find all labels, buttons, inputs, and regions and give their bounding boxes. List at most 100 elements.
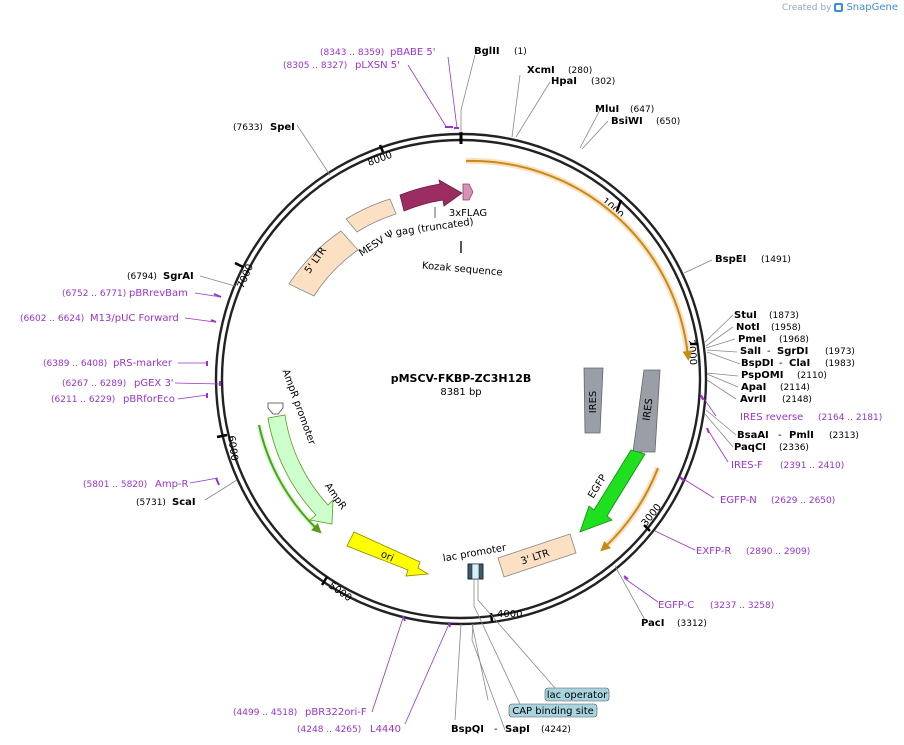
enzyme-sgrai[interactable]: SgrAI bbox=[163, 271, 194, 282]
enzyme-sgrai-pos: (6794) bbox=[127, 272, 157, 282]
enzyme-pmei-pos: (1968) bbox=[779, 335, 809, 345]
primer-iresf[interactable]: IRES-F bbox=[731, 460, 763, 471]
feature-mesv-psi[interactable] bbox=[345, 198, 397, 233]
orf-arrow-egfp bbox=[600, 467, 659, 552]
enzyme-bsaai[interactable]: BsaAI bbox=[737, 430, 769, 441]
label-ori: ori bbox=[379, 549, 395, 564]
feature-ires-inner[interactable] bbox=[583, 367, 604, 434]
feature-ires-outer[interactable] bbox=[632, 369, 661, 453]
plasmid-size: 8381 bp bbox=[440, 387, 481, 398]
primer-ampr-range: (5801 .. 5820) bbox=[83, 480, 147, 490]
enzyme-xcmi-pos: (280) bbox=[568, 66, 592, 76]
enzyme-sali-sep: - bbox=[767, 346, 771, 357]
primer-ampr[interactable]: Amp-R bbox=[155, 479, 189, 490]
feature-ori[interactable] bbox=[346, 531, 430, 577]
enzyme-mlui-pos: (647) bbox=[630, 105, 654, 115]
lac-operator-box[interactable] bbox=[544, 687, 610, 702]
primer-egfpn[interactable]: EGFP-N bbox=[720, 495, 757, 506]
enzyme-paqci-pos: (2336) bbox=[779, 443, 809, 453]
enzyme-pspomi-pos: (2110) bbox=[797, 371, 827, 381]
enzyme-pmli[interactable]: PmlI bbox=[789, 430, 814, 441]
enzyme-spei[interactable]: SpeI bbox=[270, 122, 295, 133]
label-mesv-psi: MESV Ψ bbox=[357, 229, 396, 260]
primer-egfpc[interactable]: EGFP-C bbox=[658, 600, 694, 611]
enzyme-bsaai-sep: - bbox=[778, 430, 782, 441]
snapgene-credit: Created by SnapGene bbox=[782, 2, 898, 13]
enzyme-pspomi[interactable]: PspOMI bbox=[741, 370, 783, 381]
enzyme-mlui[interactable]: MluI bbox=[595, 104, 619, 115]
enzyme-bspei-pos: (1491) bbox=[761, 255, 791, 265]
enzyme-bspqi[interactable]: BspQI bbox=[451, 724, 484, 735]
primer-pbabe5-range: (8343 .. 8359) bbox=[320, 48, 384, 58]
enzyme-leader-lines bbox=[199, 54, 741, 731]
label-ires-inner: IRES bbox=[588, 391, 599, 414]
primer-m13-range: (6602 .. 6624) bbox=[20, 314, 84, 324]
enzyme-spei-pos: (7633) bbox=[233, 123, 263, 133]
enzyme-sali-pos: (1973) bbox=[825, 347, 855, 357]
credit-prefix: Created by bbox=[781, 2, 832, 13]
primer-m13[interactable]: M13/pUC Forward bbox=[90, 313, 179, 324]
label-gag: gag (truncated) bbox=[395, 217, 474, 239]
credit-brand: SnapGene bbox=[846, 2, 898, 13]
feature-ltr5[interactable] bbox=[288, 230, 359, 297]
enzyme-noti[interactable]: NotI bbox=[736, 322, 760, 333]
primer-pbrforeco[interactable]: pBRforEco bbox=[123, 394, 175, 405]
enzyme-bglii[interactable]: BglII bbox=[474, 46, 500, 57]
primer-pbr322ori-range: (4499 .. 4518) bbox=[233, 708, 297, 718]
primer-egfpn-range: (2629 .. 2650) bbox=[771, 496, 835, 506]
primer-leader-lines bbox=[174, 56, 729, 725]
feature-3xflag[interactable] bbox=[462, 183, 474, 201]
enzyme-pmei[interactable]: PmeI bbox=[738, 334, 766, 345]
plasmid-name: pMSCV-FKBP-ZC3H12B bbox=[391, 372, 532, 385]
primer-pbr322ori[interactable]: pBR322ori-F bbox=[305, 707, 367, 718]
primer-egfpc-range: (3237 .. 3258) bbox=[710, 601, 774, 611]
enzyme-apai[interactable]: ApaI bbox=[741, 382, 766, 393]
feature-ampr-promoter[interactable] bbox=[267, 402, 284, 415]
primer-exfpr-range: (2890 .. 2909) bbox=[746, 547, 810, 557]
enzyme-bspdi-sep: - bbox=[779, 358, 783, 369]
enzyme-avrii[interactable]: AvrII bbox=[740, 394, 766, 405]
enzyme-paqci[interactable]: PaqCI bbox=[734, 442, 766, 453]
orf-arrow-ampr bbox=[258, 424, 322, 534]
enzyme-bglii-pos: (1) bbox=[514, 47, 527, 57]
enzyme-stui[interactable]: StuI bbox=[734, 310, 757, 321]
primer-iresrev-range: (2164 .. 2181) bbox=[818, 413, 882, 423]
feature-egfp[interactable] bbox=[579, 449, 646, 533]
primer-pgex3[interactable]: pGEX 3' bbox=[134, 378, 174, 389]
enzyme-clai[interactable]: ClaI bbox=[789, 358, 810, 369]
feature-gag-truncated[interactable] bbox=[399, 179, 463, 212]
primer-plxsn5[interactable]: pLXSN 5' bbox=[355, 60, 400, 71]
primer-iresrev[interactable]: IRES reverse bbox=[740, 412, 803, 423]
label-cap-binding: CAP binding site bbox=[512, 706, 594, 717]
enzyme-scai[interactable]: ScaI bbox=[172, 497, 196, 508]
enzyme-sgrdi[interactable]: SgrDI bbox=[777, 346, 808, 357]
cap-binding-box[interactable] bbox=[508, 703, 598, 718]
enzyme-bsiwi[interactable]: BsiWI bbox=[611, 116, 643, 127]
feature-ampr[interactable] bbox=[267, 414, 334, 525]
enzyme-hpai[interactable]: HpaI bbox=[551, 76, 577, 87]
enzyme-bspei[interactable]: BspEI bbox=[715, 254, 746, 265]
primer-iresf-range: (2391 .. 2410) bbox=[780, 461, 844, 471]
enzyme-sapi[interactable]: SapI bbox=[505, 724, 530, 735]
primer-l4440-range: (4248 .. 4265) bbox=[297, 725, 361, 735]
primer-plxsn5-range: (8305 .. 8327) bbox=[283, 61, 347, 71]
label-lac-operator: lac operator bbox=[547, 690, 608, 701]
enzyme-noti-pos: (1958) bbox=[771, 323, 801, 333]
enzyme-xcmi[interactable]: XcmI bbox=[527, 65, 555, 76]
enzyme-paci[interactable]: PacI bbox=[641, 618, 664, 629]
enzyme-bspdi[interactable]: BspDI bbox=[741, 358, 774, 369]
orf-arrow-main bbox=[465, 159, 693, 361]
feature-ltr3[interactable] bbox=[497, 533, 577, 578]
primer-pbrrevbam[interactable]: pBRrevBam bbox=[129, 288, 188, 299]
enzyme-bsaai-pos: (2313) bbox=[829, 431, 859, 441]
primer-l4440[interactable]: L4440 bbox=[370, 724, 401, 735]
primer-exfpr[interactable]: EXFP-R bbox=[696, 546, 731, 557]
feature-lac-operator-mark[interactable] bbox=[471, 563, 480, 580]
enzyme-sali[interactable]: SalI bbox=[740, 346, 761, 357]
enzyme-bsiwi-pos: (650) bbox=[656, 117, 680, 127]
enzyme-scai-pos: (5731) bbox=[136, 498, 166, 508]
enzyme-stui-pos: (1873) bbox=[769, 311, 799, 321]
primer-pbabe5[interactable]: pBABE 5' bbox=[390, 47, 436, 58]
primer-prsmarker[interactable]: pRS-marker bbox=[113, 358, 173, 369]
snapgene-logo-icon bbox=[834, 3, 844, 12]
